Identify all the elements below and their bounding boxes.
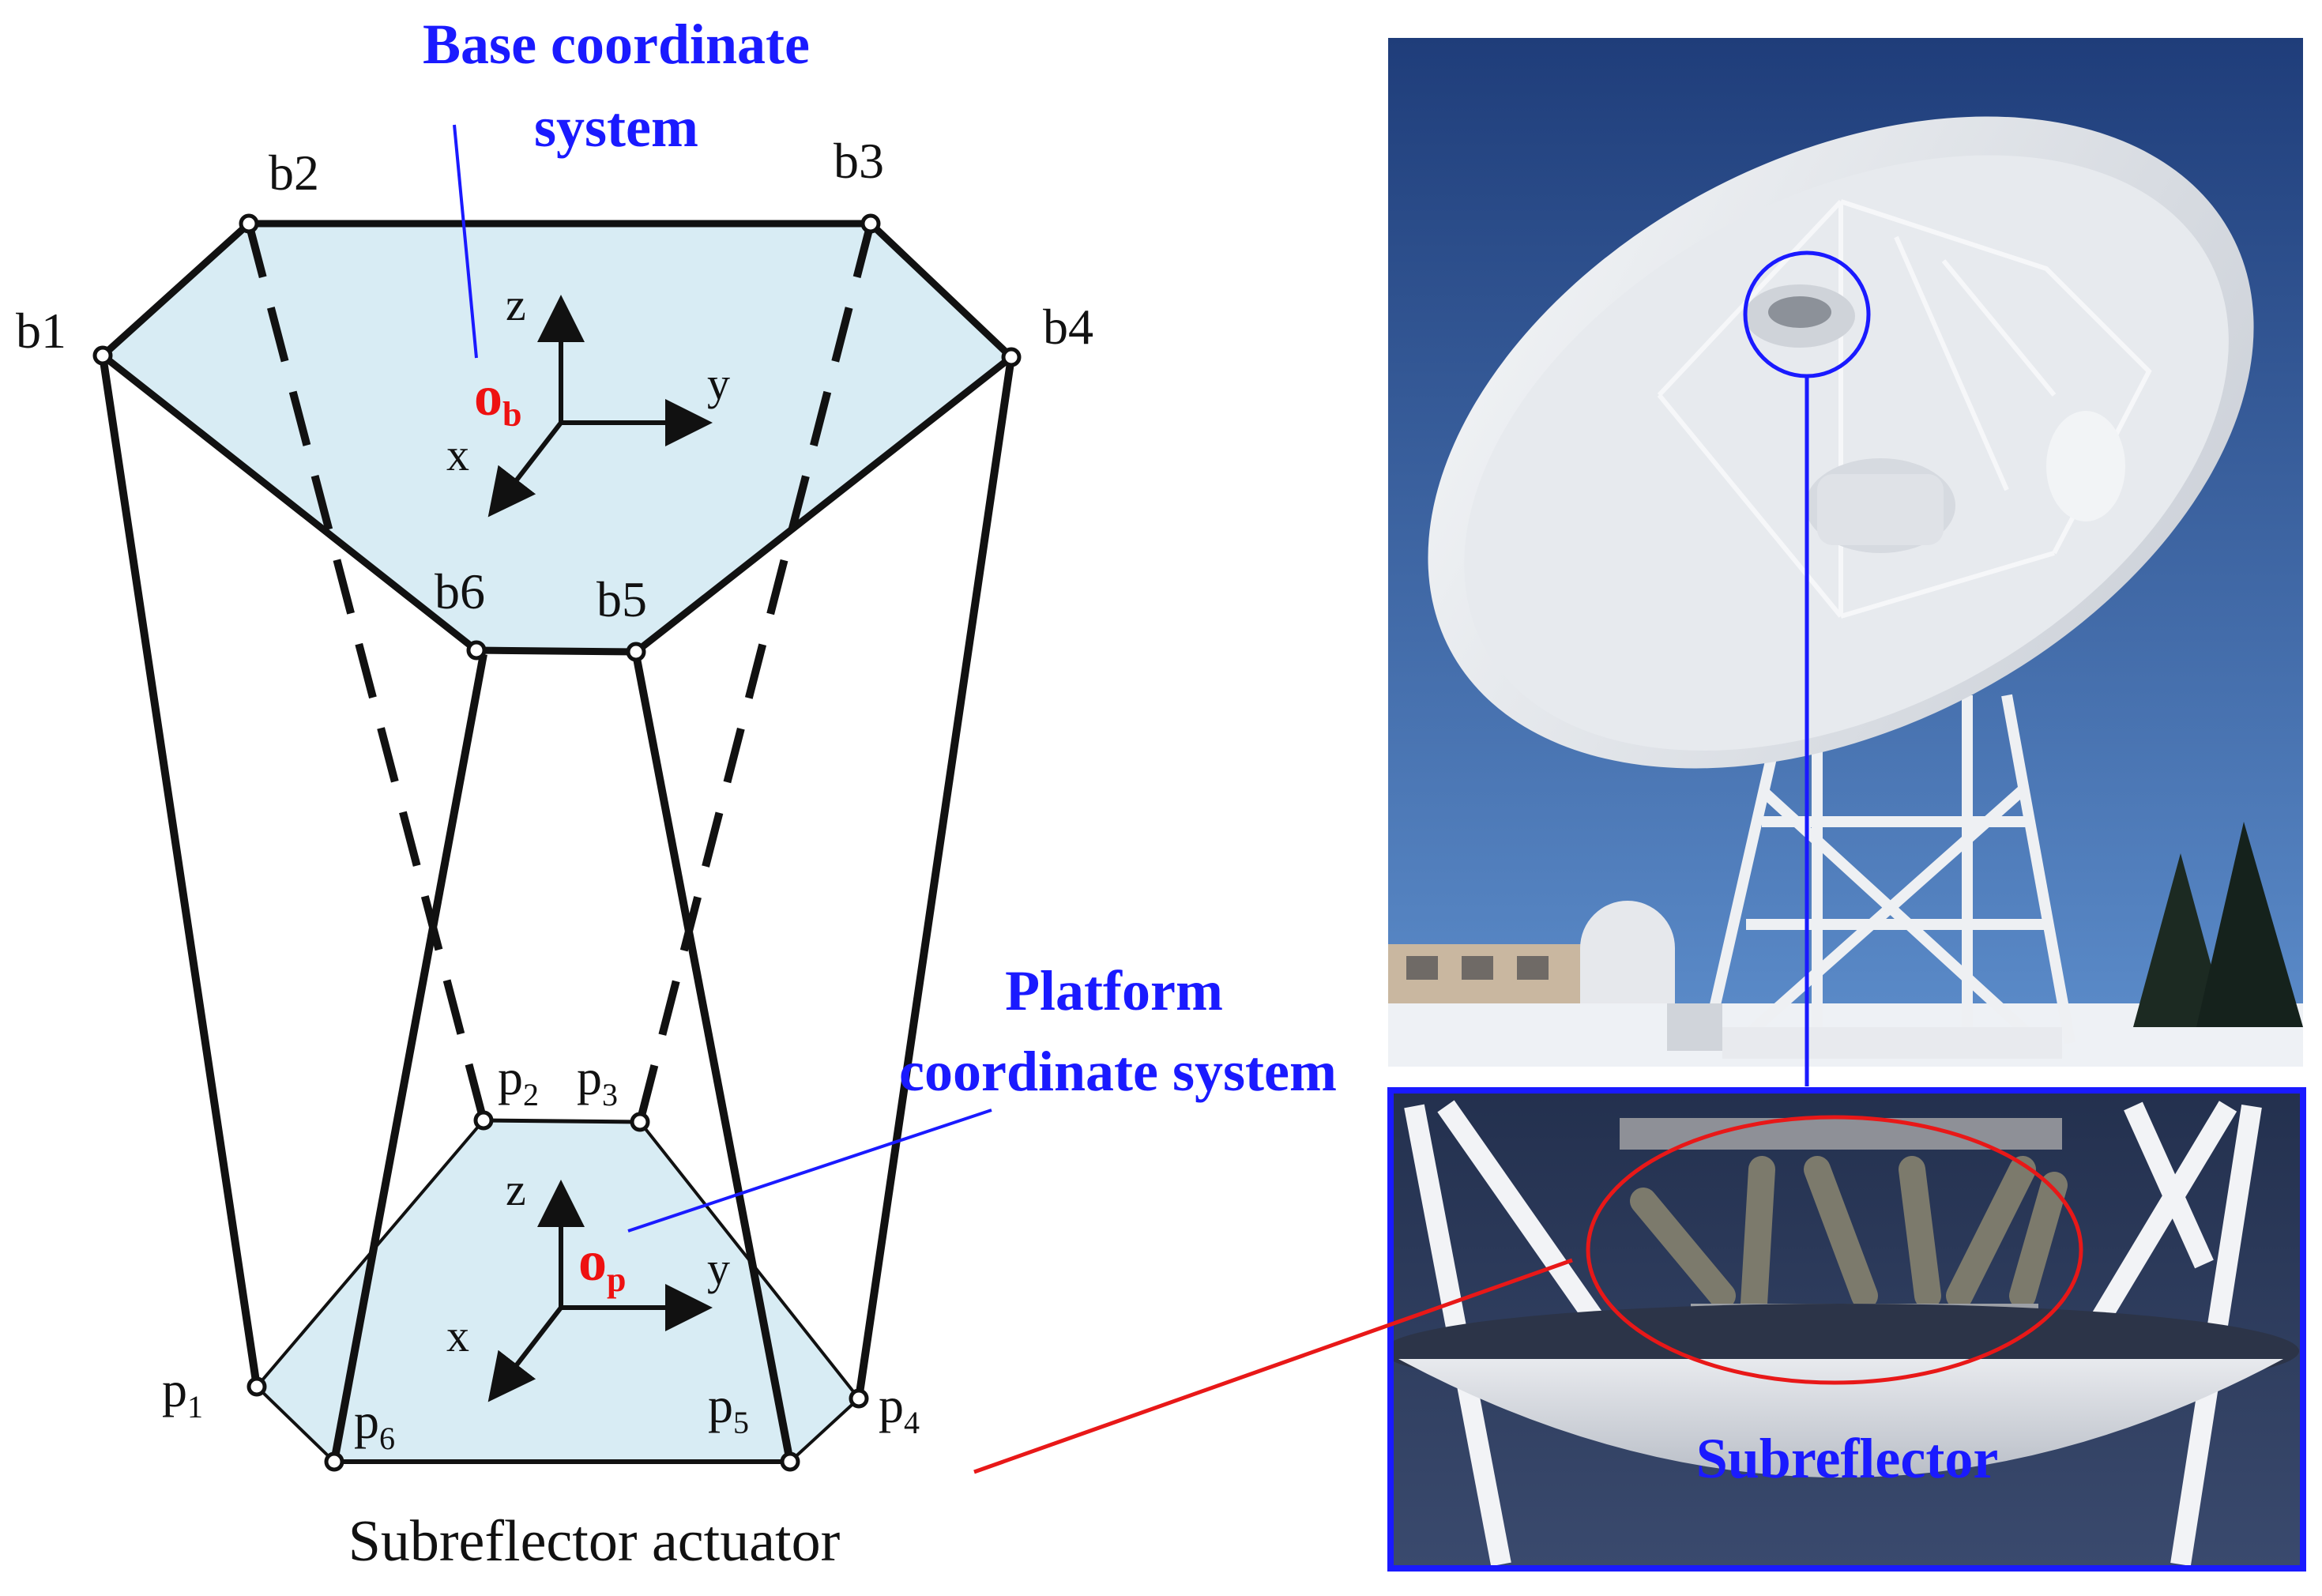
base-coordinate-label: Base coordinate — [423, 13, 810, 76]
label-p4: p4 — [879, 1377, 920, 1440]
label-p6: p6 — [354, 1393, 395, 1456]
base-axis-y: y — [707, 358, 730, 409]
dashed-legs — [245, 222, 875, 1124]
actuator-pointer — [973, 1258, 1573, 1474]
telescope-photo — [1388, 38, 2303, 1571]
label-p5: p5 — [708, 1377, 749, 1440]
actuator-highlight-ellipse — [1586, 1115, 2083, 1385]
label-p1: p1 — [162, 1361, 203, 1425]
label-b2: b2 — [269, 145, 319, 201]
label-b6: b6 — [435, 563, 485, 619]
platform-frame — [487, 1180, 713, 1402]
label-b4: b4 — [1043, 299, 1093, 355]
base-label-pointer — [453, 124, 478, 359]
platform-coordinate-label-line2: coordinate system — [899, 1040, 1337, 1103]
platform-label-pointer — [627, 1109, 992, 1233]
label-b5: b5 — [596, 571, 647, 627]
base-origin: ob — [474, 364, 521, 434]
base-axis-z: z — [506, 279, 526, 330]
solid-legs — [99, 355, 1015, 1462]
caption: Subreflector actuator — [348, 1509, 841, 1574]
label-p2: p2 — [498, 1049, 539, 1112]
platform-axis-z: z — [506, 1164, 526, 1215]
base-coordinate-label-line2: system — [534, 96, 698, 159]
subreflector-inset-frame — [1387, 1087, 2306, 1572]
base-frame — [487, 295, 713, 518]
base-axis-x: x — [446, 429, 469, 480]
subreflector-label: Subreflector — [1696, 1427, 1999, 1490]
joints — [92, 213, 1022, 1472]
label-b1: b1 — [16, 303, 66, 359]
platform-axis-y: y — [707, 1243, 730, 1294]
hexapod-diagram: b1 b2 b3 b4 b5 b6 p1 p2 p3 p4 p5 p6 z y … — [16, 13, 1337, 1574]
label-b3: b3 — [834, 133, 884, 189]
base-plate — [99, 220, 1015, 656]
platform-coordinate-label: Platform — [1005, 959, 1223, 1022]
platform-origin: op — [578, 1229, 626, 1299]
label-p3: p3 — [577, 1049, 618, 1112]
platform-axis-x: x — [446, 1310, 469, 1361]
